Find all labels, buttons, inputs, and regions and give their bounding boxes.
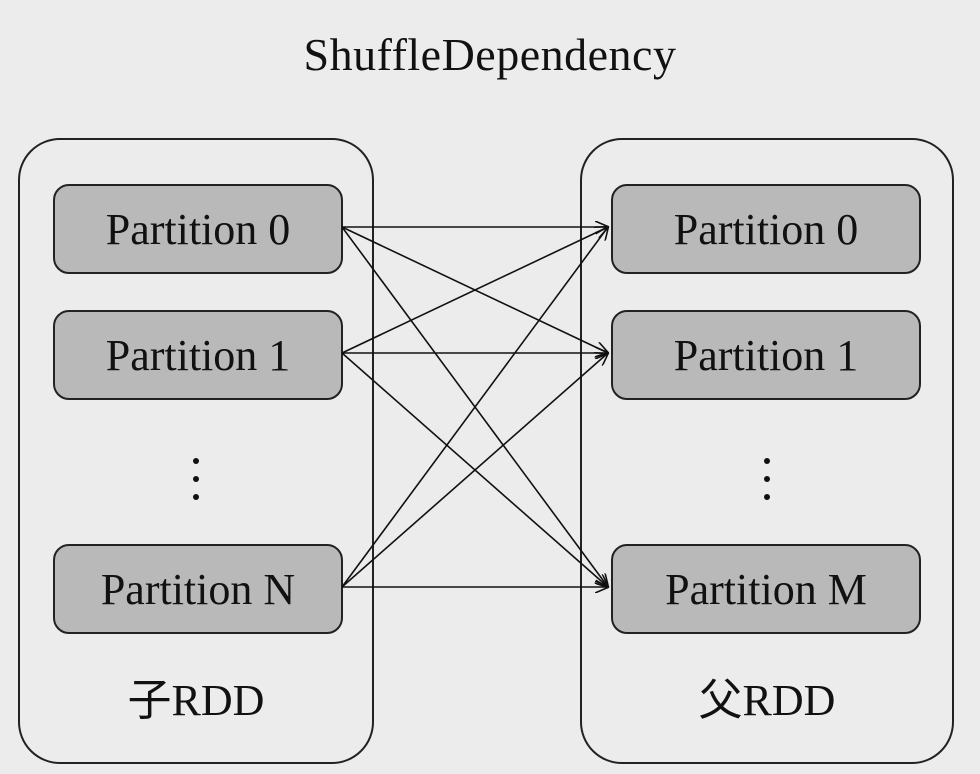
parent-partition-m: Partition M <box>611 544 921 634</box>
child-partition-n: Partition N <box>53 544 343 634</box>
edge-2-to-0 <box>341 227 608 588</box>
parent-rdd-container: Partition 0 Partition 1 Partition M 父RDD <box>580 138 954 764</box>
child-ellipsis-dots <box>20 458 372 512</box>
diagram-title: ShuffleDependency <box>303 29 677 80</box>
edge-0-to-2 <box>341 226 608 587</box>
parent-rdd-label: 父RDD <box>698 676 836 725</box>
child-rdd-container: Partition 0 Partition 1 Partition N 子RDD <box>18 138 374 764</box>
parent-partition-0: Partition 0 <box>611 184 921 274</box>
parent-partition-1: Partition 1 <box>611 310 921 400</box>
edge-0-to-1 <box>341 226 608 353</box>
edge-1-to-2 <box>341 352 608 587</box>
edge-2-to-1 <box>341 353 608 588</box>
child-rdd-label: 子RDD <box>127 676 265 725</box>
parent-ellipsis-dots <box>582 458 952 512</box>
child-partition-1: Partition 1 <box>53 310 343 400</box>
child-partition-0: Partition 0 <box>53 184 343 274</box>
edge-1-to-0 <box>341 227 608 354</box>
